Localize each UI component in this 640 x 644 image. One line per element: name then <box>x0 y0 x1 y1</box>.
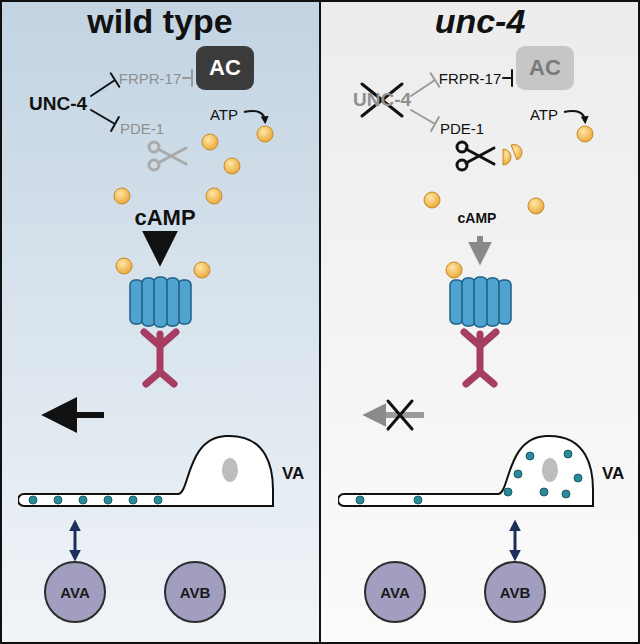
receptor-icon <box>144 332 176 384</box>
neuron-circle: AVB <box>164 561 226 623</box>
synthesis-arrow <box>564 111 585 121</box>
neuron-name: AVA <box>60 584 89 601</box>
synapse-dot <box>540 488 548 496</box>
connection-arrow <box>514 523 517 558</box>
neuron-shape: VA <box>18 430 318 520</box>
channel-icon <box>130 277 191 327</box>
neuron-circle: AVB <box>484 561 546 623</box>
molecule-label: PDE-1 <box>440 120 484 137</box>
synthesis-arrow <box>244 111 265 121</box>
scissors-icon <box>149 142 186 170</box>
synapse-dot <box>414 496 422 504</box>
neuron-outline <box>18 430 318 520</box>
synapse-dot <box>356 496 364 504</box>
synapse-dot <box>79 496 87 504</box>
molecule-label: cAMP <box>134 205 195 231</box>
nucleus <box>542 458 558 482</box>
synapse-dot <box>154 496 162 504</box>
molecule-label: cAMP <box>458 210 497 226</box>
neuron-name: AVA <box>380 584 409 601</box>
camp-molecules <box>114 126 273 278</box>
neuron-circle: AVA <box>44 561 106 623</box>
neuron-name: AVB <box>500 584 531 601</box>
synapse-dot <box>574 474 582 482</box>
synapse-dot <box>29 496 37 504</box>
activation-arrow <box>157 236 163 256</box>
panel-ground <box>320 0 640 644</box>
molecule-label: FRPR-17 <box>439 70 502 87</box>
molecule-label: FRPR-17 <box>119 70 182 87</box>
scissors-icon <box>457 142 494 170</box>
connection-arrow <box>74 523 77 558</box>
cross-mark <box>388 401 412 429</box>
receptor-icon <box>464 332 496 384</box>
neuron-outline <box>338 430 638 520</box>
neuron-circle: AVA <box>364 561 426 623</box>
activation-arrow <box>477 236 483 256</box>
neuron-name: VA <box>602 464 624 484</box>
enzyme-box: AC <box>196 46 254 90</box>
synapse-dot <box>54 496 62 504</box>
camp-molecules <box>424 126 593 278</box>
panel-title: unc-4 <box>320 0 640 41</box>
molecule-label: ATP <box>530 106 558 123</box>
neuron-shape: VA <box>338 430 638 520</box>
divider <box>319 0 321 644</box>
molecule-label: UNC-4 <box>29 93 87 115</box>
transport-arrow <box>52 412 104 418</box>
molecule-label: ATP <box>210 106 238 123</box>
synapse-dot <box>129 496 137 504</box>
synapse-dot <box>104 496 112 504</box>
synapse-dot <box>562 490 570 498</box>
synapse-dot <box>564 450 572 458</box>
synapse-dot <box>514 470 522 478</box>
enzyme-box: AC <box>516 46 574 90</box>
enzyme-name: AC <box>529 55 561 81</box>
molecule-label: PDE-1 <box>120 120 164 137</box>
neuron-body <box>18 436 273 506</box>
neuron-name: AVB <box>180 584 211 601</box>
neuron-name: VA <box>282 464 304 484</box>
molecule-label: UNC-4 <box>353 89 411 111</box>
neuron-body <box>338 436 593 506</box>
channel-icon <box>450 277 511 327</box>
panel-title: wild type <box>0 0 320 41</box>
synapse-dot <box>526 452 534 460</box>
nucleus <box>222 458 238 482</box>
synapse-dot <box>504 488 512 496</box>
panel-ground <box>0 0 320 644</box>
enzyme-name: AC <box>209 55 241 81</box>
